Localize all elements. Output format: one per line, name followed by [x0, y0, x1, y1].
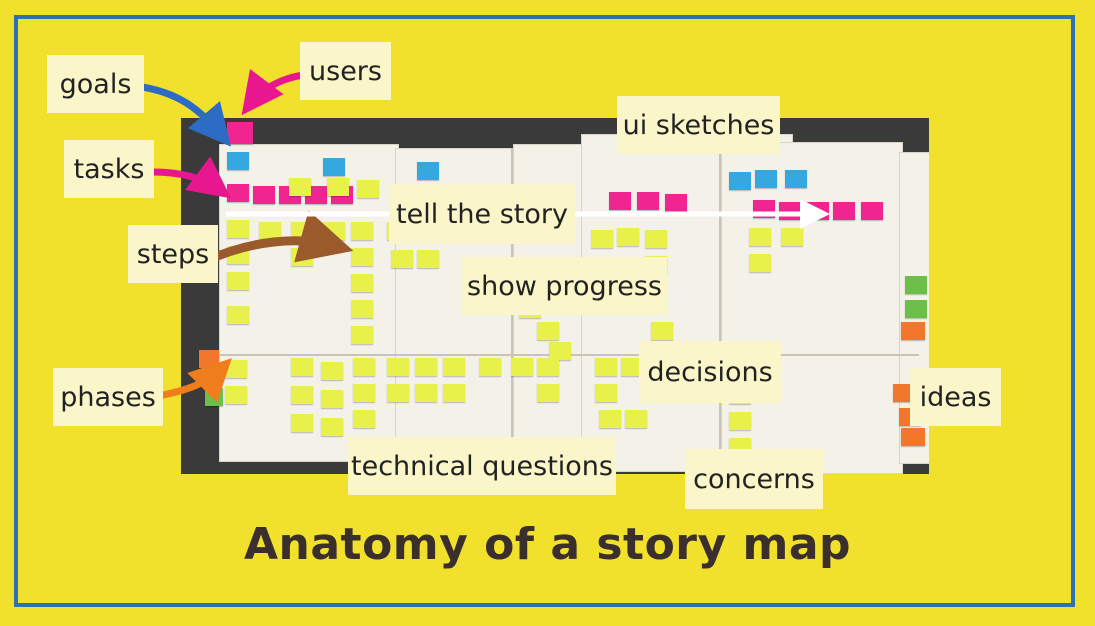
label-ui-sketches: ui sketches — [617, 96, 780, 154]
label-tasks: tasks — [64, 140, 154, 198]
label-show-progress: show progress — [462, 257, 667, 315]
slide-frame — [14, 15, 1075, 607]
label-technical-questions: technical questions — [348, 437, 616, 495]
label-goals: goals — [47, 55, 144, 113]
label-ideas: ideas — [910, 368, 1001, 426]
label-concerns: concerns — [685, 449, 823, 509]
label-users: users — [300, 42, 391, 100]
label-phases: phases — [53, 368, 163, 426]
phases-arrow — [157, 358, 232, 403]
goals-arrow — [135, 82, 232, 147]
tasks-arrow — [151, 156, 232, 199]
label-steps: steps — [128, 225, 218, 283]
slide-title: Anatomy of a story map — [243, 519, 852, 570]
steps-arrow — [202, 210, 354, 267]
label-tell-the-story: tell the story — [389, 184, 575, 244]
label-decisions: decisions — [639, 341, 781, 403]
